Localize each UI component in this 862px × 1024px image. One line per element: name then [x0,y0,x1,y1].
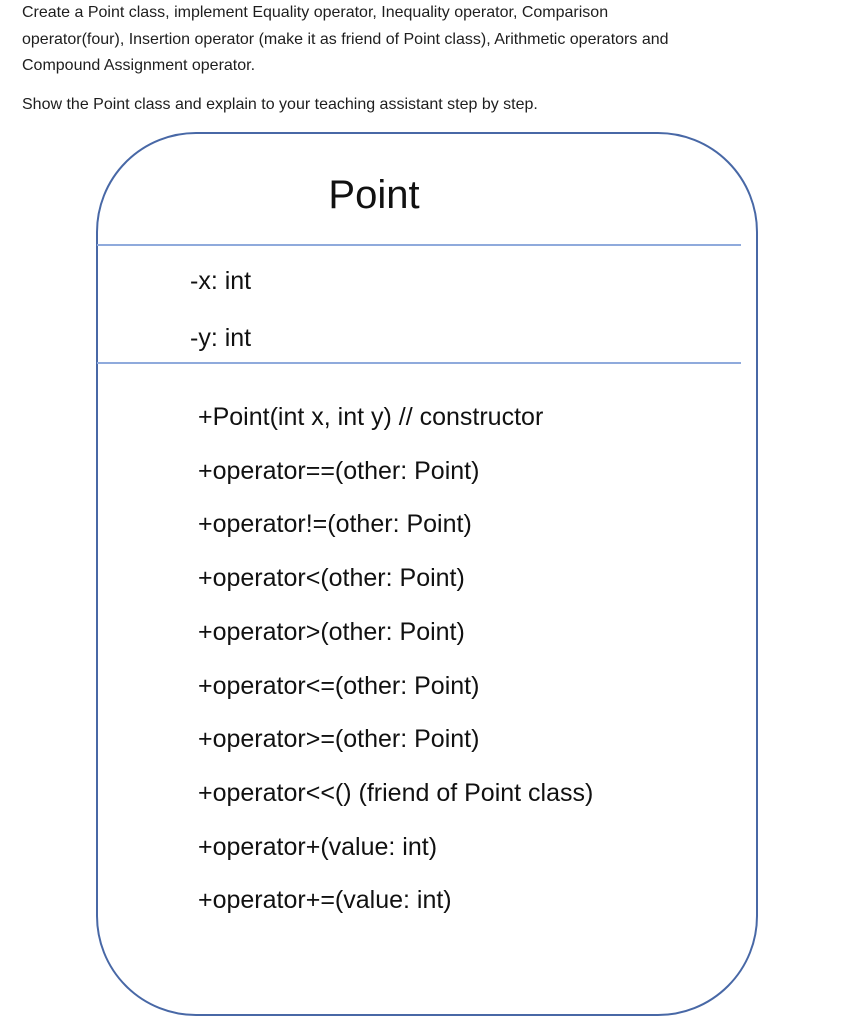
uml-method-operator-insertion: +operator<<() (friend of Point class) [198,778,594,807]
uml-attributes-methods-divider [97,362,741,364]
uml-method-operator-not-equals: +operator!=(other: Point) [198,510,472,539]
uml-class-name: Point [328,173,420,217]
uml-method-operator-equals: +operator==(other: Point) [198,456,480,485]
uml-class-diagram: Point -x: int -y: int +Point(int x, int … [96,132,758,1016]
uml-method-operator-greater-than: +operator>(other: Point) [198,617,465,646]
instruction-line: operator(four), Insertion operator (make… [22,30,669,48]
instruction-paragraph-task: Create a Point class, implement Equality… [22,0,669,80]
uml-method-constructor: +Point(int x, int y) // constructor [198,403,544,431]
uml-method-operator-greater-equal: +operator>=(other: Point) [198,725,480,754]
uml-attribute-x: -x: int [190,267,252,295]
uml-method-operator-less-than: +operator<(other: Point) [198,564,465,593]
uml-title-attributes-divider [97,244,741,246]
uml-attribute-y: -y: int [190,324,252,352]
uml-method-operator-plus: +operator+(value: int) [198,832,438,861]
uml-attributes-section: -x: int -y: int [190,253,251,367]
instruction-line: Compound Assignment operator. [22,57,256,74]
uml-method-operator-plus-equals: +operator+=(value: int) [198,886,452,915]
uml-method-operator-less-equal: +operator<=(other: Point) [198,671,480,700]
instructions-block: Create a Point class, implement Equality… [22,0,669,118]
uml-methods-section: +Point(int x, int y) // constructor +ope… [198,391,593,928]
instruction-paragraph-show: Show the Point class and explain to your… [22,95,538,113]
instruction-line: Create a Point class, implement Equality… [22,4,609,21]
